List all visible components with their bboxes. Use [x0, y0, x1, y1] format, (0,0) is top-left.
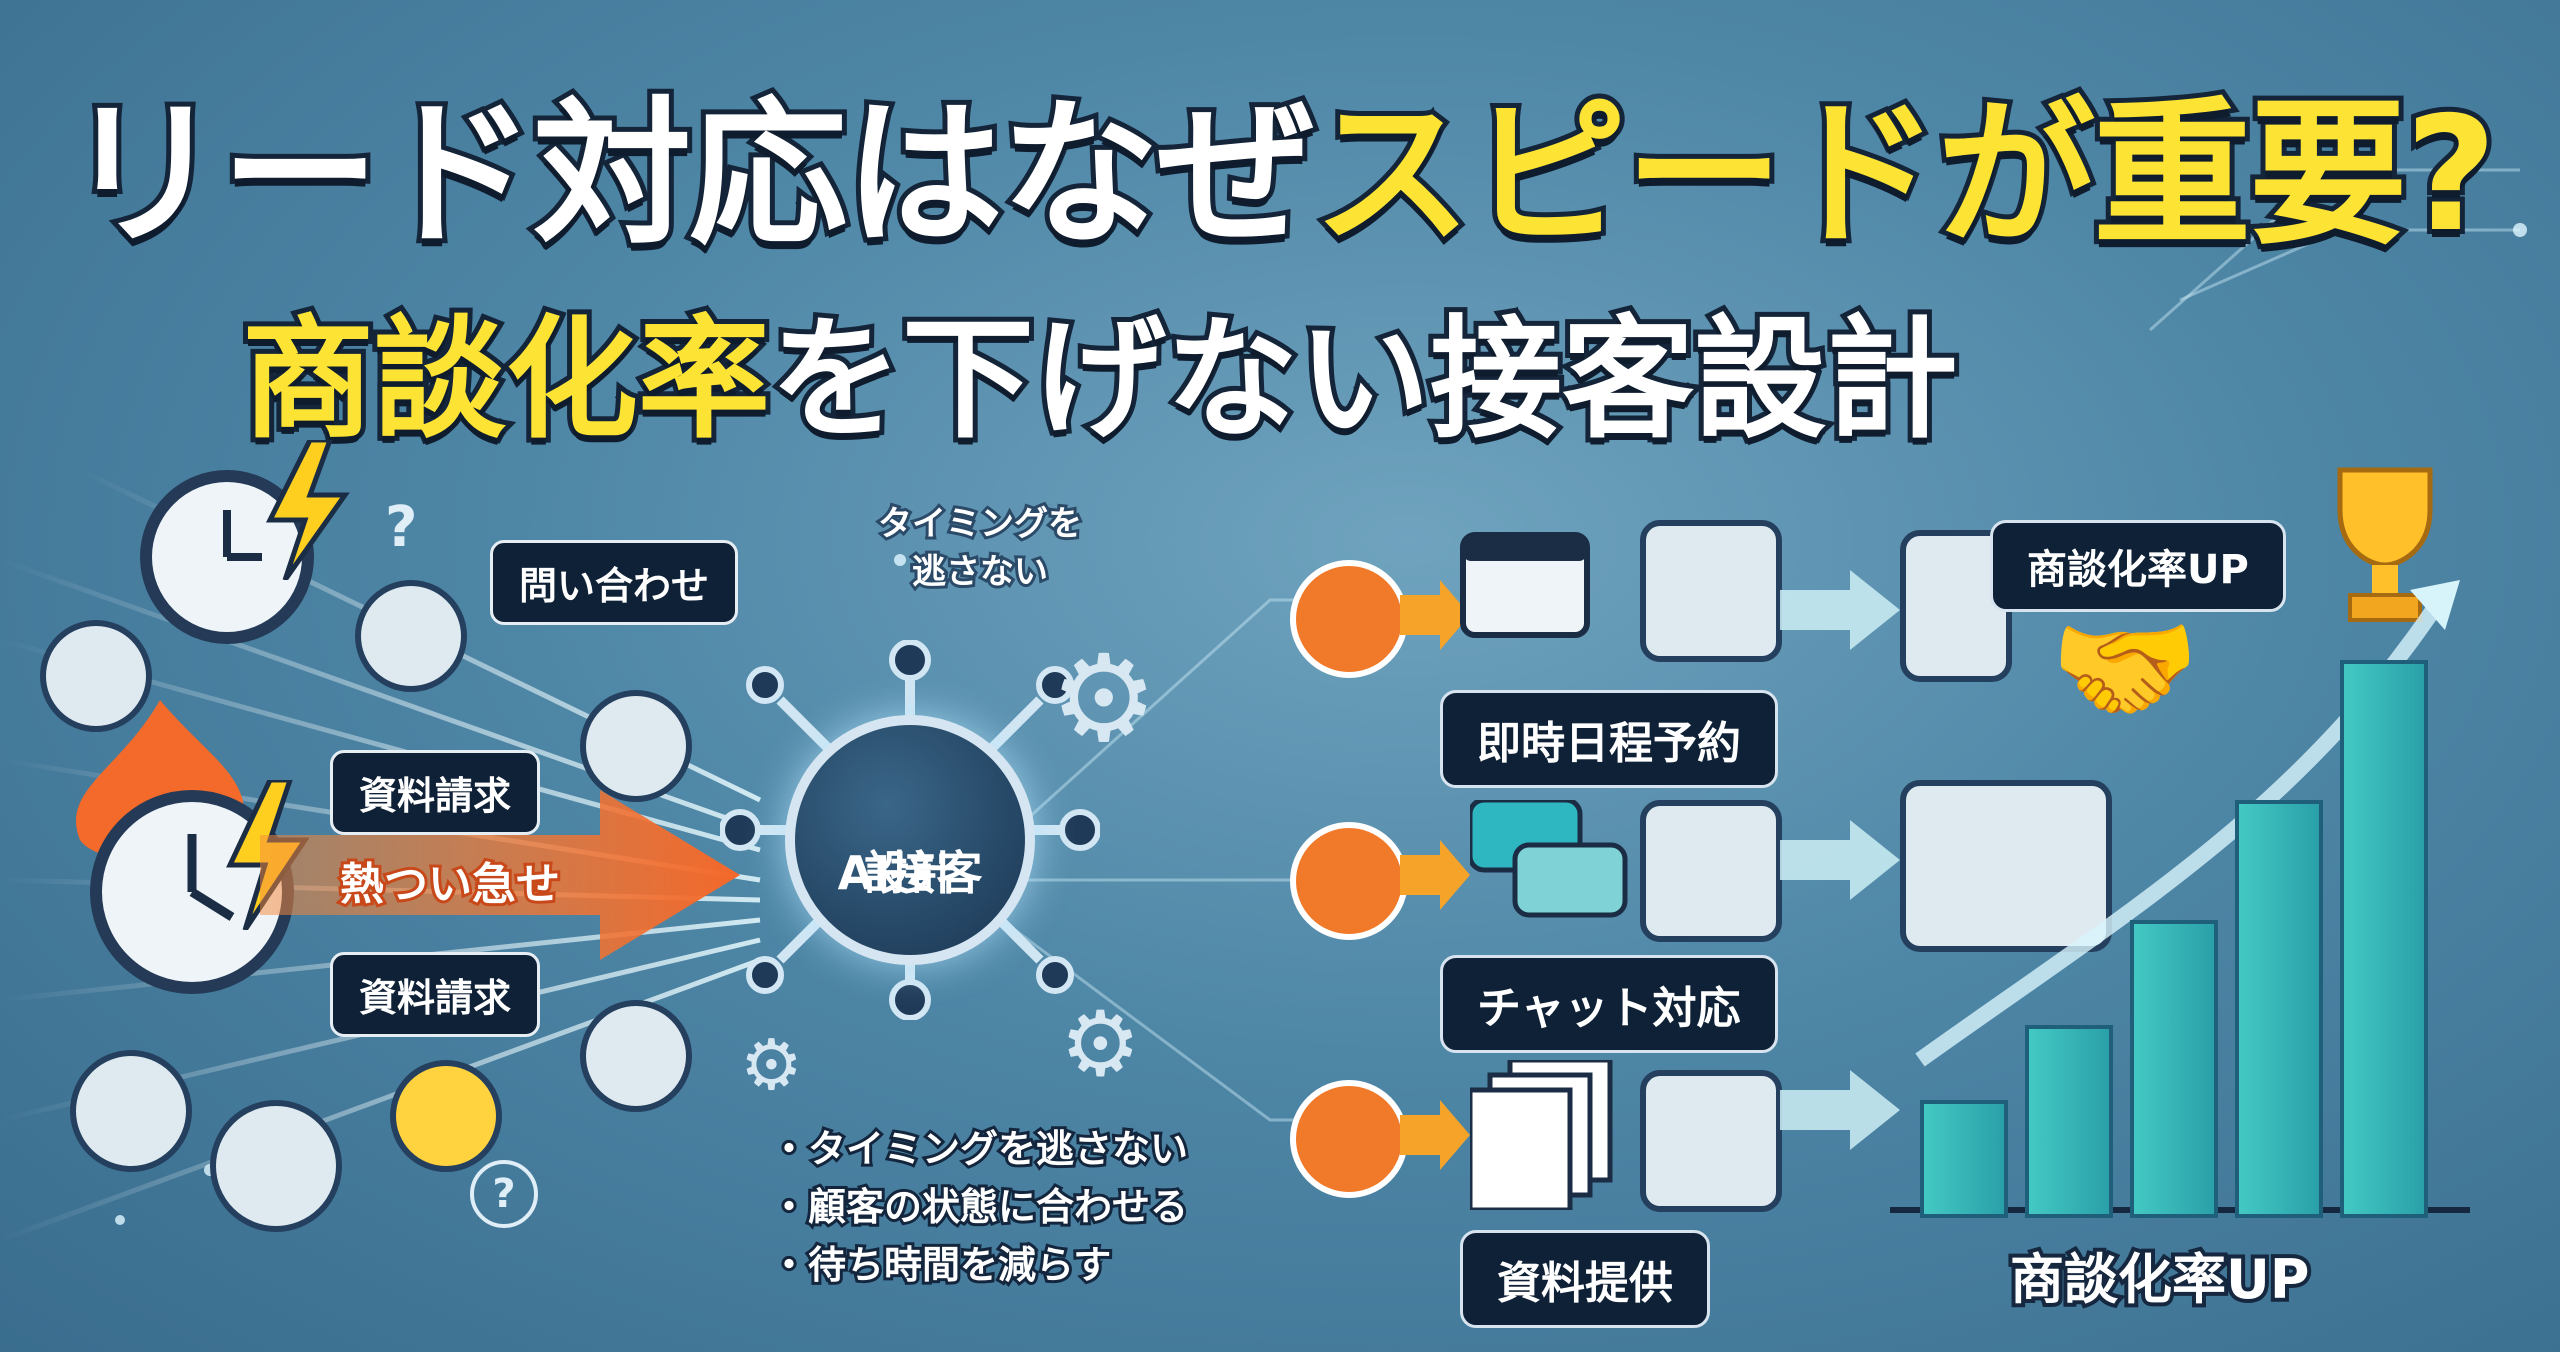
hub-connectors — [720, 640, 1100, 1020]
question-icon: ? — [470, 1160, 538, 1228]
key-point: ・待ち時間を減らす — [767, 1240, 1114, 1290]
handshake-people — [1900, 780, 2112, 952]
title-line2-b: を下げない接客設計 — [765, 298, 1963, 462]
avatar — [390, 1060, 502, 1172]
avatar — [580, 1000, 692, 1112]
chat-icon — [1290, 822, 1408, 940]
key-point: ・顧客の状態に合わせる — [767, 1182, 1191, 1232]
flow-arrows — [1400, 580, 1470, 1170]
key-points: ・タイミングを逃さない ・顧客の状態に合わせる ・待ち時間を減らす — [767, 1120, 1191, 1294]
question-icon: ? — [385, 495, 418, 560]
arrow-label: 熱つい急せ — [337, 856, 563, 913]
documents-icon — [1470, 1060, 1613, 1210]
timing-caption-line: 逃さない — [909, 549, 1051, 595]
key-point: ・タイミングを逃さない — [767, 1124, 1191, 1174]
ai-hub: AI接客設計 — [785, 715, 1035, 965]
lightning-icon — [265, 440, 350, 580]
chat-bubbles-icon — [1470, 800, 1628, 918]
hub-label-2: 設計 — [864, 846, 956, 900]
staff-avatar — [1640, 800, 1782, 942]
main-title: リード対応はなぜスピードが重要? — [0, 78, 2560, 272]
staff-avatar — [1640, 1070, 1782, 1212]
bubble-inquiry: 問い合わせ — [490, 540, 739, 625]
conversion-up-label: 商談化率UP — [2006, 1244, 2313, 1315]
growth-bar — [2340, 660, 2428, 1218]
result-arrows — [1780, 570, 1900, 1150]
timing-caption: タイミングを 逃さない — [840, 500, 1120, 596]
growth-bar — [2235, 800, 2323, 1218]
avatar — [210, 1100, 342, 1232]
staff-avatar — [1640, 520, 1782, 662]
document-icon — [1290, 1080, 1408, 1198]
avatar — [580, 690, 692, 802]
bubble-material-request-2: 資料請求 — [330, 952, 541, 1037]
growth-bar — [1920, 1100, 2008, 1218]
gear-icon: ⚙ — [1060, 992, 1141, 1097]
title-line1-a: リード対応はなぜ — [60, 78, 1320, 272]
success-badge: 商談化率UP — [1990, 520, 2286, 612]
avatar — [40, 620, 152, 732]
flow-label-instant-booking: 即時日程予約 — [1440, 690, 1778, 788]
bubble-material-request: 資料請求 — [330, 750, 541, 835]
title-line1-b: スピードが重要? — [1308, 78, 2502, 272]
hub-label-1: AI接客 — [837, 846, 983, 900]
hot-lead-arrow — [260, 790, 740, 960]
subtitle: 商談化率を下げない接客設計 — [0, 298, 2200, 462]
calendar-icon — [1460, 532, 1590, 638]
timing-caption-line: タイミングを — [875, 501, 1085, 547]
flow-label-chat: チャット対応 — [1440, 955, 1778, 1053]
growth-bar — [2025, 1025, 2113, 1218]
title-line2-a: 商談化率 — [237, 298, 775, 462]
flow-label-documents: 資料提供 — [1460, 1230, 1710, 1328]
calendar-clock-icon — [1290, 560, 1408, 678]
growth-bar — [2130, 920, 2218, 1218]
gear-icon: ⚙ — [1050, 630, 1158, 769]
handshake-icon: 🤝 — [2050, 600, 2200, 739]
gear-icon: ⚙ — [740, 1024, 803, 1106]
trophy-icon — [2337, 467, 2433, 622]
avatar — [355, 580, 467, 692]
avatar — [70, 1050, 192, 1172]
